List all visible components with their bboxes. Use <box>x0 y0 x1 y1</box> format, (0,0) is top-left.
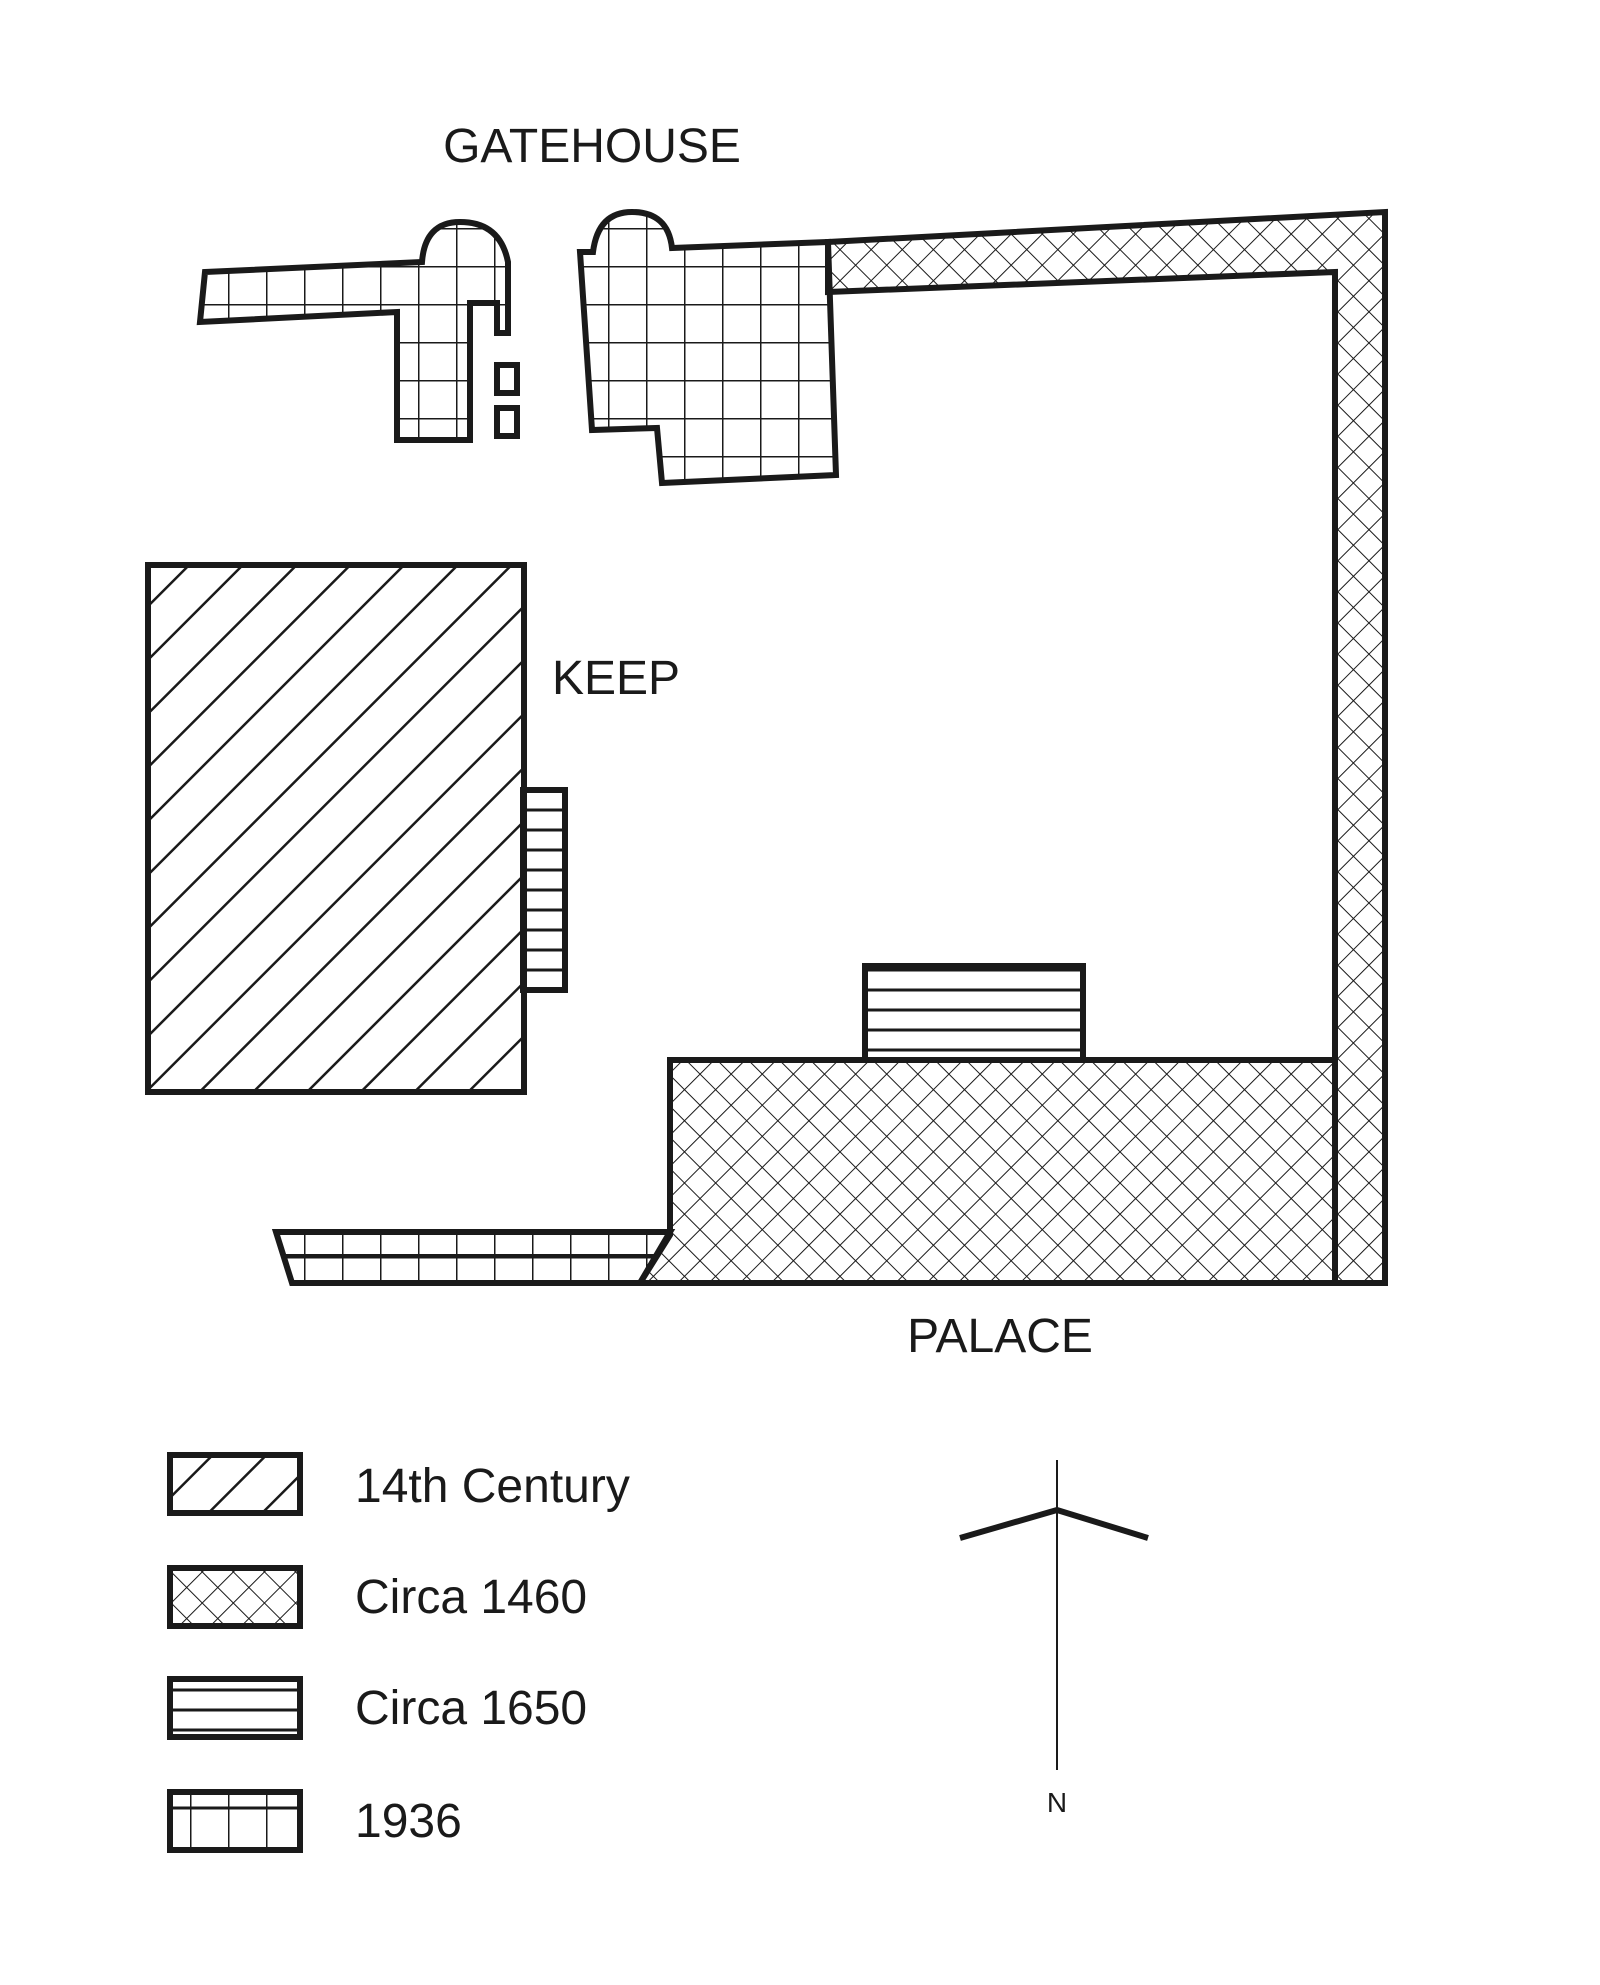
keep-stair-1650 <box>520 787 568 993</box>
gatehouse-east-range <box>576 208 840 487</box>
legend-label-1936: 1936 <box>355 1795 462 1848</box>
gatehouse-west-range <box>196 218 511 443</box>
legend-label-circa-1460: Circa 1460 <box>355 1571 587 1624</box>
legend-swatch-circa-1460 <box>167 1565 303 1629</box>
gatehouse-pier-2 <box>494 405 520 439</box>
palace-addition-1650 <box>862 963 1086 1063</box>
legend-swatch-1936 <box>167 1789 303 1853</box>
legend-label-14th-century: 14th Century <box>355 1460 630 1513</box>
gatehouse-label: GATEHOUSE <box>443 120 741 173</box>
keep-label: KEEP <box>552 652 680 705</box>
legend-swatch-14th-century <box>167 1452 303 1516</box>
north-arrow-label: N <box>1047 1787 1067 1818</box>
legend-swatch-circa-1650 <box>167 1676 303 1740</box>
gatehouse-pier-1 <box>494 362 520 396</box>
keep-tower <box>145 562 527 1095</box>
legend-label-circa-1650: Circa 1650 <box>355 1682 587 1735</box>
palace-label: PALACE <box>907 1310 1093 1363</box>
palace-block <box>634 1057 1338 1286</box>
north-arrow-head <box>959 1506 1149 1541</box>
